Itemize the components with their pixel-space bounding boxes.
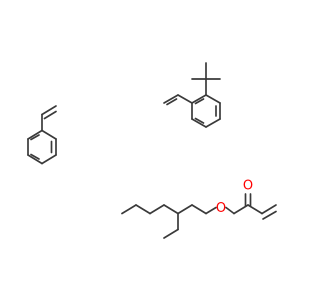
carbonyl-oxygen-label: O: [243, 179, 253, 194]
ethyl-branch: [163, 212, 179, 239]
acryloyl-vinyl-group: [247, 204, 277, 220]
carbonyl-group: [244, 193, 252, 207]
tert-butyl-group: [191, 62, 221, 96]
chemical-structure-drawing: O O: [27, 62, 277, 239]
molecule-ethylhexyl-acrylate: O O: [121, 179, 277, 239]
molecule-tert-butylstyrene: [163, 62, 221, 128]
styrene-vinyl-group: [41, 105, 57, 132]
ester-linkage: [205, 204, 249, 215]
tert-butylstyrene-benzene-ring: [191, 94, 221, 128]
molecule-styrene: [27, 105, 57, 165]
styrene-benzene-ring: [27, 129, 57, 165]
hexyl-chain: [121, 204, 207, 215]
structure-canvas: O O: [27, 62, 277, 239]
tert-butylstyrene-vinyl-group: [163, 94, 193, 106]
ester-oxygen-label: O: [216, 201, 226, 216]
